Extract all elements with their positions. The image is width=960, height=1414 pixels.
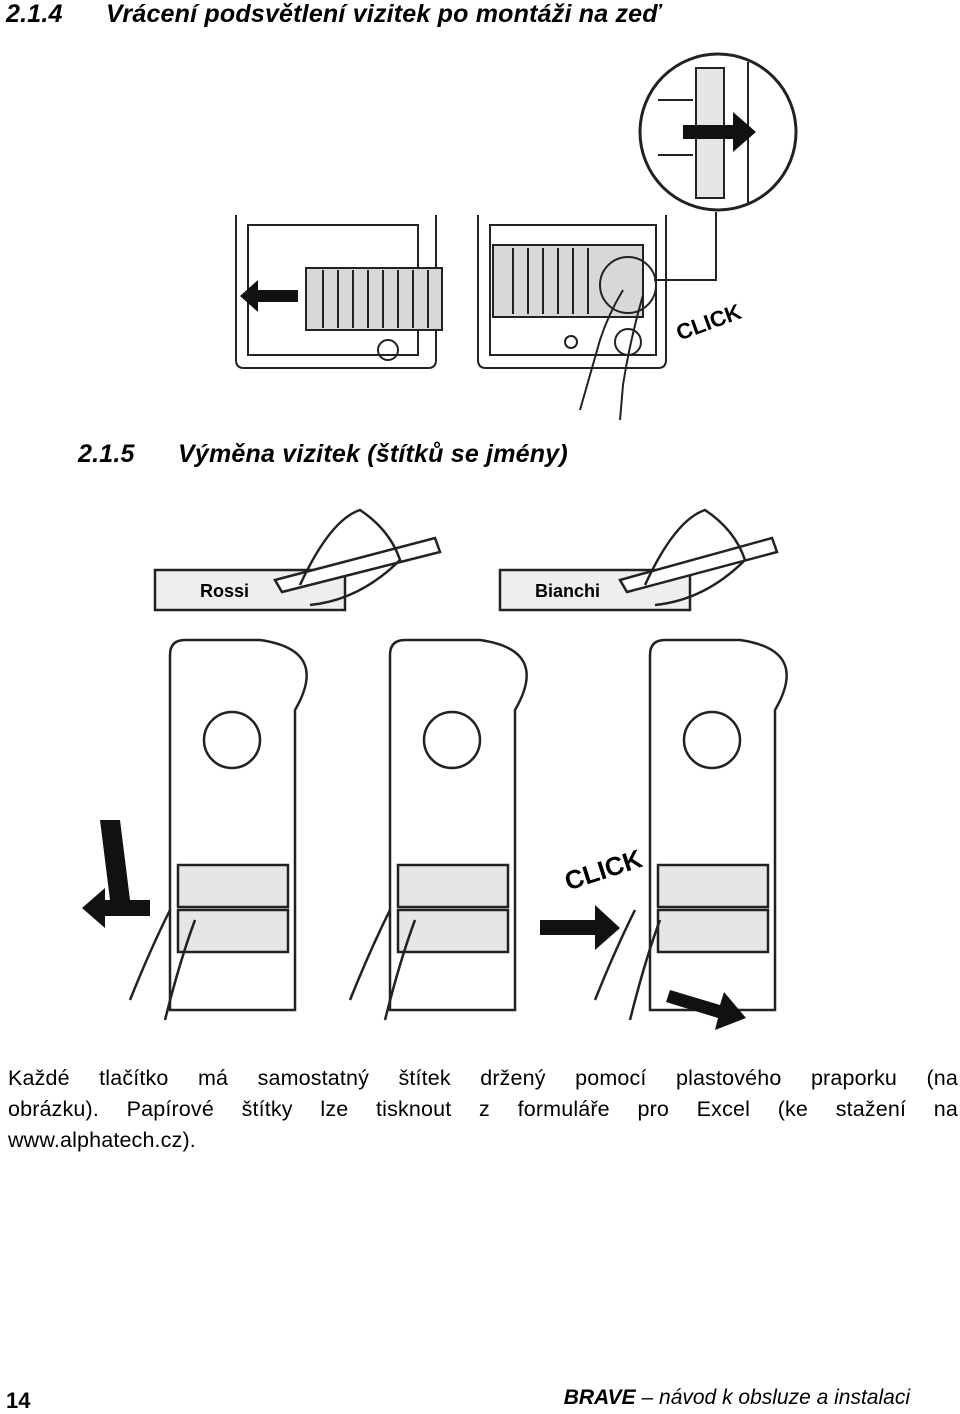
detail-circle: [638, 52, 798, 212]
hand-right: [643, 508, 747, 607]
panel-1-button-top: [176, 863, 290, 909]
section-heading-2-1-4: 2.1.4 Vrácení podsvětlení vizitek po mont…: [6, 0, 661, 29]
screw-right: [614, 328, 642, 356]
arrow-out-left: [82, 888, 150, 928]
pen-right: [618, 536, 779, 594]
figure-label-replacement: Rossi Bianchi CLICK: [82, 508, 788, 1030]
arrow-dashes-left: [100, 820, 130, 900]
panel-2: [388, 638, 528, 1012]
panel-3-button-bottom: [656, 908, 770, 954]
panel-1: [168, 638, 308, 1012]
finger-3: [593, 909, 662, 1021]
paper-label-text-left: Rossi: [200, 581, 249, 601]
panel-3: [648, 638, 788, 1012]
panel-1-button-bottom: [176, 908, 290, 954]
zoom-marker: [599, 256, 657, 314]
detail-connector: [654, 212, 717, 281]
backlight-board-left: [305, 267, 443, 331]
arrow-in-right: [540, 905, 620, 950]
panel-2-button-top: [396, 863, 510, 909]
unit-left-frame: [235, 215, 437, 369]
paragraph-line-2: obrázku). Papírové štítky lze tisknout z…: [8, 1097, 958, 1121]
paper-label-text-right: Bianchi: [535, 581, 600, 601]
backlight-board-right: [492, 244, 644, 318]
click-label: CLICK: [561, 843, 646, 896]
paragraph-line-1: Každé tlačítko má samostatný štítek drže…: [8, 1066, 958, 1090]
speaker-2: [422, 710, 482, 770]
click-label: CLICK: [673, 299, 745, 346]
section-title: Výměna vizitek (štítků se jmény): [178, 440, 568, 468]
speaker-1: [202, 710, 262, 770]
speaker-3: [682, 710, 742, 770]
panel-2-button-bottom: [396, 908, 510, 954]
section-heading-2-1-5: 2.1.5 Výměna vizitek (štítků se jmény): [78, 440, 568, 469]
section-number: 2.1.5: [78, 440, 135, 468]
panel-3-button-top: [656, 863, 770, 909]
arrow-right-detail: [683, 112, 756, 152]
section-number: 2.1.4: [6, 0, 63, 28]
section-title: Vrácení podsvětlení vizitek po montáži n…: [106, 0, 661, 28]
page-number: 14: [6, 1388, 31, 1413]
figure-backlight-return: CLICK: [235, 52, 798, 421]
screw-left: [377, 339, 399, 361]
arrow-down-right: [666, 990, 746, 1030]
arrow-left: [240, 280, 298, 312]
finger-1: [128, 909, 197, 1021]
finger: [579, 289, 644, 421]
footer-title: BRAVE – návod k obsluze a instalaci: [564, 1386, 910, 1410]
paragraph-line-3: www.alphatech.cz).: [8, 1128, 196, 1152]
unit-right-frame: [477, 215, 667, 369]
pen-left: [273, 536, 442, 594]
footer-subtitle: – návod k obsluze a instalaci: [641, 1386, 911, 1409]
finger-2: [348, 909, 417, 1021]
footer-brand: BRAVE: [563, 1386, 636, 1409]
hand-left: [298, 508, 402, 607]
body-paragraph: Každé tlačítko má samostatný štítek drže…: [8, 1063, 958, 1156]
